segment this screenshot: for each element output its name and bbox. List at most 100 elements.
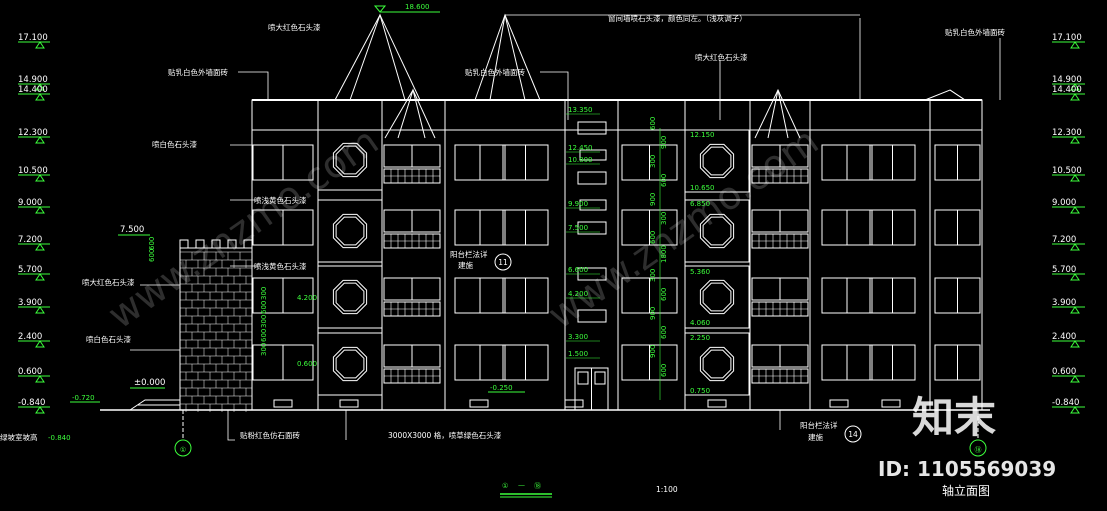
balcony-detail-ref-1: 阳台栏法详 建施 11 — [450, 249, 512, 271]
dim-label-10: 900 — [649, 307, 657, 320]
dim-label-1: 900 — [660, 136, 668, 149]
stair-level-2: 10.800 — [568, 156, 593, 164]
stair-level-5: 6.600 — [568, 266, 588, 274]
balcony-ref-1: 11 — [498, 258, 508, 267]
level-left-1: 14.900 — [18, 75, 48, 85]
octagon-window-0 — [332, 142, 368, 178]
level-right-9: 2.400 — [1052, 332, 1076, 342]
level-right-4: 10.500 — [1052, 166, 1082, 176]
balcony-detail-ref-2: 阳台栏法详 建施 14 — [800, 420, 862, 443]
stair-level-0: 13.350 — [568, 106, 593, 114]
vent-0 — [273, 399, 293, 408]
title-axis-sep: — — [518, 481, 525, 489]
octagon-bay-2 — [317, 265, 383, 329]
note-red-stone-left: 喷大红色石头漆 — [82, 277, 135, 287]
watermark-diagonal: www.znzmo.com www.znzmo.com — [100, 119, 826, 338]
entrance-door — [574, 367, 609, 411]
balcony-grilles — [383, 144, 809, 384]
level-left-11: -0.840 — [18, 398, 45, 408]
watermark-id: ID: 1105569039 — [878, 457, 1056, 481]
vent-1 — [339, 399, 359, 408]
axis-marker-left: ① — [174, 410, 192, 457]
stair-level-1: 12.450 — [568, 144, 593, 152]
title-scale: 1:100 — [656, 485, 678, 494]
dim-label-0: 600 — [649, 117, 657, 130]
octagon-window-7 — [699, 346, 735, 382]
level-left-3: 12.300 — [18, 128, 48, 138]
level-right-1: 14.900 — [1052, 75, 1082, 85]
stair-windows — [577, 121, 607, 323]
roof-gables — [334, 13, 966, 139]
watermark-brand: 知末 — [912, 393, 996, 442]
dim-label-2: 300 — [649, 155, 657, 168]
dim-label-4: 900 — [649, 193, 657, 206]
top-elevation-marker: 18.600 — [373, 3, 440, 13]
level-right-8: 3.900 — [1052, 298, 1076, 308]
dim-label-5: 300 — [660, 212, 668, 225]
left-dim-0: 300 — [260, 287, 268, 300]
octagon-bay-1 — [317, 199, 383, 263]
balcony-detail-2-text: 阳台栏法详 — [800, 420, 838, 430]
stair-window-4 — [577, 309, 607, 323]
terrace-caption: 绿坡室坡高 — [0, 432, 38, 442]
left-tower-level-0: 4.200 — [297, 294, 317, 302]
note-gray-stone: 3000X3000 格，喷草绿色石头漆 — [388, 430, 502, 440]
terrace-level: -0.840 — [48, 434, 71, 442]
right-tower-level-2: 6.850 — [690, 200, 710, 208]
note-white-stone: 喷白色石头漆 — [152, 139, 197, 149]
octagon-bay-0 — [317, 129, 383, 191]
note-white-tile-center: 贴乳白色外墙面砖 — [465, 67, 525, 77]
title-name: 轴立面图 — [942, 483, 990, 498]
dim-label-6: 600 — [649, 231, 657, 244]
level-left-9: 2.400 — [18, 332, 42, 342]
stair-window-0 — [577, 121, 607, 135]
dim-label-12: 900 — [649, 345, 657, 358]
elevation-levels-left: 17.10014.90014.40012.30010.5009.0007.200… — [18, 33, 50, 414]
vent-2 — [469, 399, 489, 408]
small-tower-dim-2: 600 — [148, 249, 156, 262]
note-beige-stone: 喷浅黄色石头漆 — [254, 195, 307, 205]
stair-level-3: 9.900 — [568, 200, 588, 208]
balcony-detail-2b-text: 建施 — [808, 432, 823, 442]
level-left-7: 5.700 — [18, 265, 42, 275]
stair-level-8: 1.500 — [568, 350, 588, 358]
drawing-title: ① — ⑱ 1:100 轴立面图 — [500, 481, 990, 498]
right-tower-level-0: 12.150 — [690, 131, 715, 139]
dimension-labels: 6009003006009003006001800300600900600900… — [649, 117, 668, 400]
level-left-ext: -0.720 — [72, 394, 95, 402]
dim-label-9: 600 — [660, 288, 668, 301]
annotation-leaders — [130, 14, 1001, 441]
balcony-detail-1b-text: 建施 — [458, 260, 473, 270]
left-dim-1: 600 — [260, 301, 268, 314]
axis-label-right: ⑱ — [975, 446, 982, 454]
note-dark-beige-stone: 喷浅黄色石头漆 — [254, 261, 307, 271]
octagon-bay-4 — [684, 129, 750, 193]
small-tower-top: 7.500 — [120, 225, 144, 235]
level-left-4: 10.500 — [18, 166, 48, 176]
title-axis-right: ⑱ — [534, 482, 541, 490]
right-tower-level-5: 2.250 — [690, 334, 710, 342]
stair-level-7: 3.300 — [568, 333, 588, 341]
left-dim-2: 300 — [260, 315, 268, 328]
level-right-2: 14.400 — [1052, 85, 1082, 95]
dim-label-3: 600 — [660, 174, 668, 187]
octagon-bay-7 — [684, 332, 750, 396]
dim-label-11: 600 — [660, 326, 668, 339]
level-left-8: 3.900 — [18, 298, 42, 308]
right-tower-level-4: 4.060 — [690, 319, 710, 327]
right-tower-level-3: 5.360 — [690, 268, 710, 276]
vent-6 — [881, 399, 901, 408]
plinth-vents — [273, 399, 901, 408]
balcony-ref-2: 14 — [848, 430, 858, 439]
small-tower-dim-1: 600 — [148, 237, 156, 250]
level-right-7: 5.700 — [1052, 265, 1076, 275]
octagon-window-1 — [332, 213, 368, 249]
level-right-0: 17.100 — [1052, 33, 1082, 43]
octagon-windows — [317, 129, 750, 396]
watermark: 知末 ID: 1105569039 — [878, 393, 1056, 481]
stair-window-1 — [577, 171, 607, 185]
note-red-brick: 贴粉红色仿石面砖 — [240, 430, 300, 440]
octagon-bay-5 — [684, 199, 750, 263]
